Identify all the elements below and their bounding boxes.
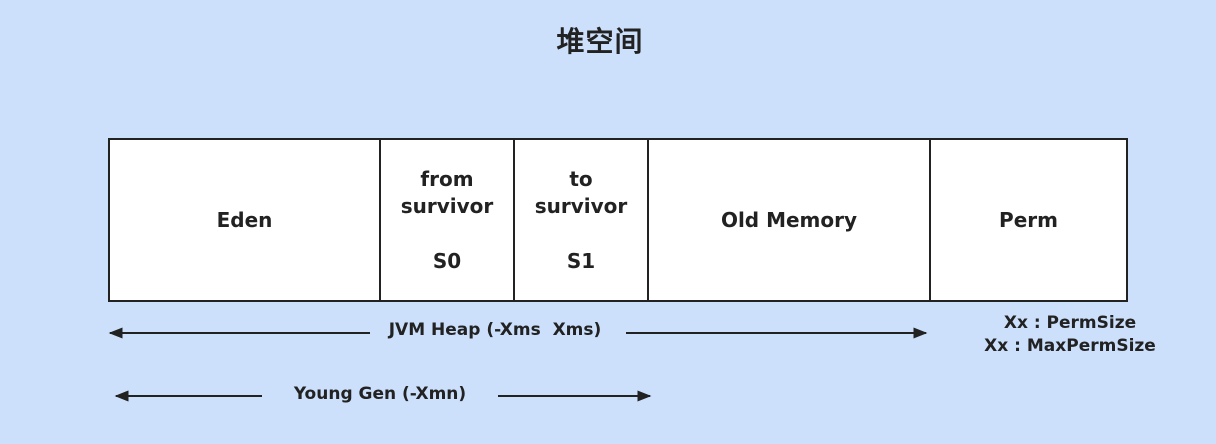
perm-size-note: Xx : PermSize (1003, 313, 1137, 333)
max-perm-size-note: Xx : MaxPermSize (984, 336, 1156, 356)
from-survivor-segment: from survivor S0 (381, 140, 515, 300)
s1-line3: S1 (566, 248, 596, 273)
s1-line2: survivor (534, 193, 628, 218)
jvm-heap-label: JVM Heap (-Xms Xms) (388, 320, 602, 340)
perm-label: Perm (999, 207, 1058, 232)
old-memory-segment: Old Memory (649, 140, 931, 300)
perm-size-notes: Xx : PermSize Xx : MaxPermSize (965, 312, 1175, 358)
heap-memory-bar: Eden from survivor S0 to survivor S1 Old… (108, 138, 1128, 302)
to-survivor-segment: to survivor S1 (515, 140, 649, 300)
diagram-title: 堆空间 (556, 25, 644, 58)
s0-line1: from (420, 166, 474, 191)
old-memory-label: Old Memory (720, 207, 858, 232)
s0-line3: S0 (432, 248, 462, 273)
eden-segment: Eden (110, 140, 381, 300)
s1-line1: to (569, 166, 593, 191)
young-gen-label: Young Gen (-Xmn) (293, 384, 467, 404)
s0-line2: survivor (400, 193, 494, 218)
eden-label: Eden (216, 207, 273, 232)
perm-segment: Perm (931, 140, 1126, 300)
